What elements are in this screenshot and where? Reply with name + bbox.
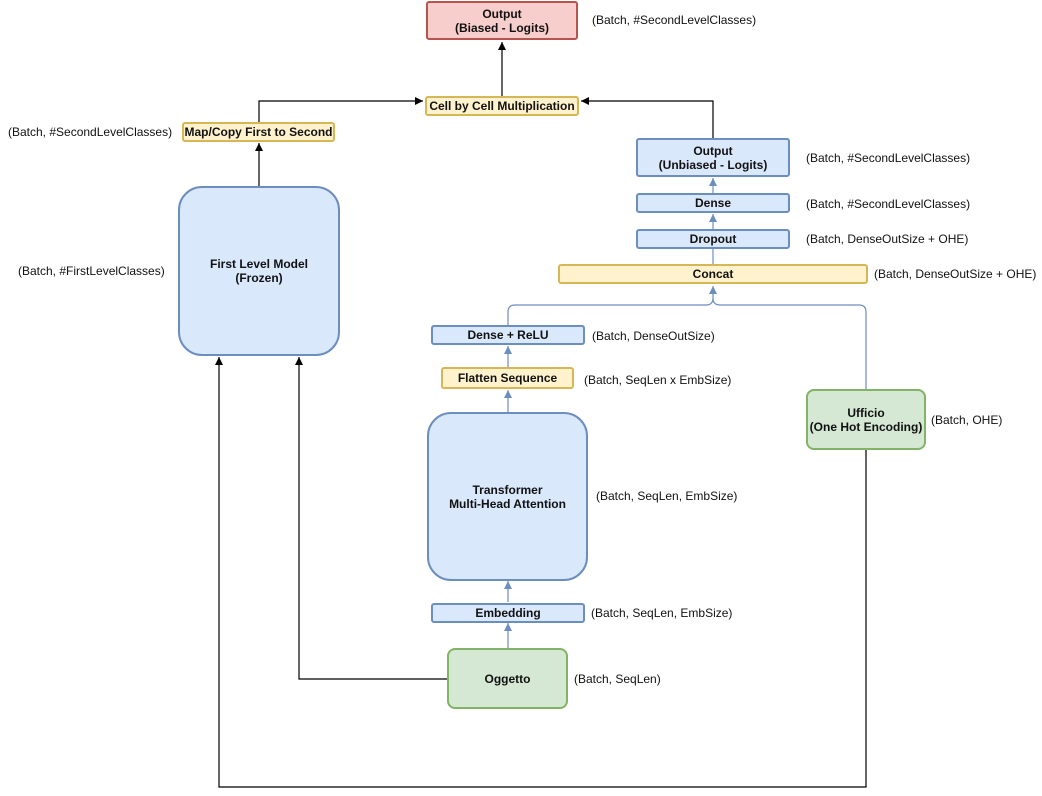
output-biased-shape: (Batch, #SecondLevelClasses) (592, 13, 757, 27)
edge-unbiased-to-cellmult (581, 97, 714, 138)
dropout-shape: (Batch, DenseOutSize + OHE) (806, 232, 969, 246)
embedding-node: Embedding (431, 603, 585, 623)
flatten-sequence-node: Flatten Sequence (441, 367, 574, 389)
ufficio-shape: (Batch, OHE) (931, 413, 1003, 427)
dense-relu-node: Dense + ReLU (431, 325, 585, 345)
ufficio-node: Ufficio (One Hot Encoding) (806, 389, 926, 450)
edge-mapcopy-to-cellmult (258, 97, 423, 122)
dropout-node: Dropout (636, 229, 790, 249)
map-copy-node: Map/Copy First to Second (182, 122, 335, 142)
edge-oggetto-to-firstlevel (295, 357, 447, 680)
first-level-model-node: First Level Model (Frozen) (178, 186, 340, 356)
dense-relu-shape: (Batch, DenseOutSize) (592, 329, 715, 343)
output-unbiased-shape: (Batch, #SecondLevelClasses) (806, 151, 971, 165)
edge-ufficio-to-concat (712, 297, 867, 389)
cell-multiplication-node: Cell by Cell Multiplication (425, 96, 579, 116)
transformer-node: Transformer Multi-Head Attention (427, 412, 588, 581)
dense-node: Dense (636, 193, 790, 213)
map-copy-shape: (Batch, #SecondLevelClasses) (8, 125, 173, 139)
flatten-shape: (Batch, SeqLen x EmbSize) (584, 373, 732, 387)
dense-shape: (Batch, #SecondLevelClasses) (806, 197, 971, 211)
edge-denserelu-to-concat (507, 286, 717, 325)
output-biased-node: Output (Biased - Logits) (426, 1, 578, 40)
concat-shape: (Batch, DenseOutSize + OHE) (874, 267, 1037, 281)
oggetto-shape: (Batch, SeqLen) (574, 672, 661, 686)
output-unbiased-node: Output (Unbiased - Logits) (636, 138, 790, 177)
edge-ufficio-to-firstlevel (215, 357, 867, 788)
first-level-shape: (Batch, #FirstLevelClasses) (18, 264, 165, 278)
oggetto-node: Oggetto (447, 648, 568, 709)
concat-node: Concat (558, 264, 868, 284)
embedding-shape: (Batch, SeqLen, EmbSize) (591, 606, 733, 620)
transformer-shape: (Batch, SeqLen, EmbSize) (596, 489, 738, 503)
